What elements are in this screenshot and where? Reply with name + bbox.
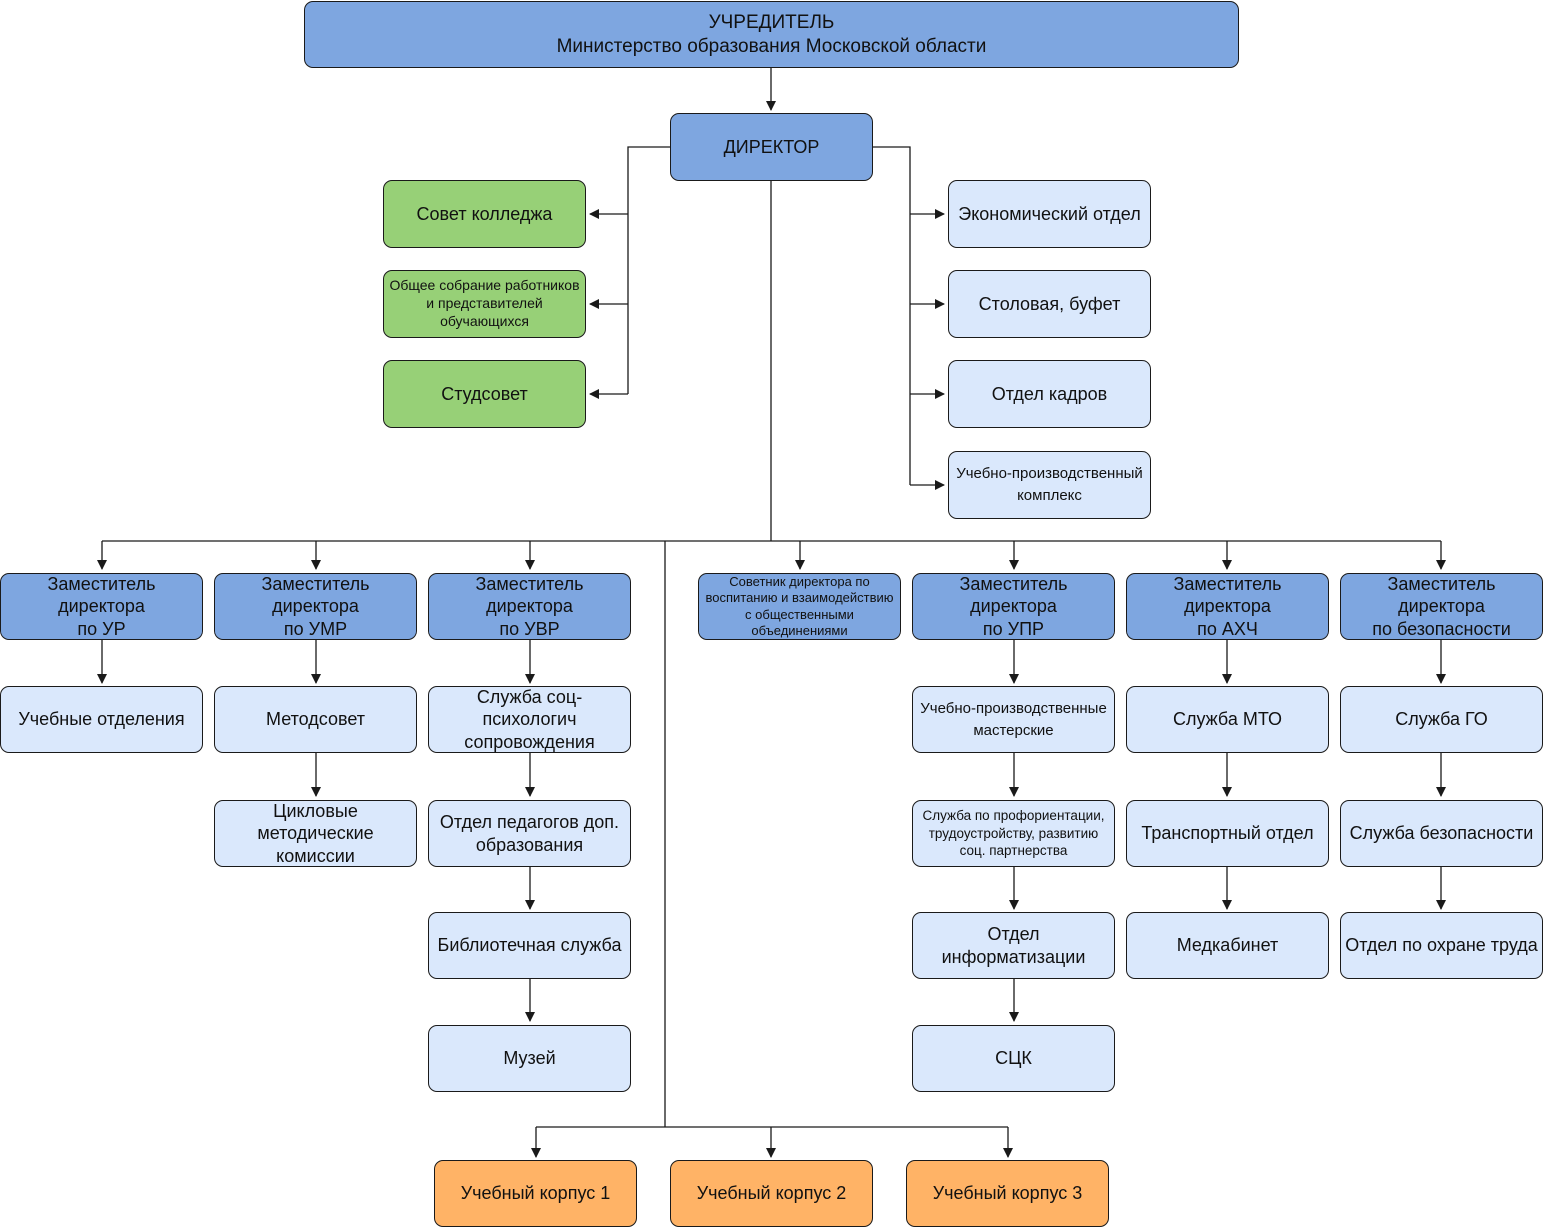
director-box: ДИРЕКТОР: [670, 113, 873, 181]
mto-service-box: Служба МТО: [1126, 686, 1329, 753]
deputy-security-box: Заместитель директора по безопасности: [1340, 573, 1543, 640]
transport-dept-box: Транспортный отдел: [1126, 800, 1329, 867]
museum-box: Музей: [428, 1025, 631, 1092]
workshops-box: Учебно-производственные мастерские: [912, 686, 1115, 753]
civil-defense-box: Служба ГО: [1340, 686, 1543, 753]
building-3-box: Учебный корпус 3: [906, 1160, 1109, 1227]
deputy-ahch-box: Заместитель директора по АХЧ: [1126, 573, 1329, 640]
it-dept-box: Отдел информатизации: [912, 912, 1115, 979]
academic-departments-box: Учебные отделения: [0, 686, 203, 753]
edge-director-right-bus: [873, 146, 911, 485]
college-council-box: Совет колледжа: [383, 180, 586, 248]
building-1-box: Учебный корпус 1: [434, 1160, 637, 1227]
building-2-box: Учебный корпус 2: [670, 1160, 873, 1227]
founder-name: Министерство образования Московской обла…: [556, 35, 987, 57]
sck-box: СЦК: [912, 1025, 1115, 1092]
production-complex-box: Учебно-производственный комплекс: [948, 451, 1151, 519]
student-council-box: Студсовет: [383, 360, 586, 428]
general-meeting-box: Общее собрание работников и представител…: [383, 270, 586, 338]
founder-box: УЧРЕДИТЕЛЬ Министерство образования Моск…: [304, 1, 1239, 68]
deputy-uvr-box: Заместитель директора по УВР: [428, 573, 631, 640]
deputy-upr-box: Заместитель директора по УПР: [912, 573, 1115, 640]
hr-dept-box: Отдел кадров: [948, 360, 1151, 428]
deputy-umr-box: Заместитель директора по УМР: [214, 573, 417, 640]
advisor-box: Советник директора по воспитанию и взаим…: [698, 573, 901, 640]
methodical-council-box: Методсовет: [214, 686, 417, 753]
library-box: Библиотечная служба: [428, 912, 631, 979]
economic-dept-box: Экономический отдел: [948, 180, 1151, 248]
cycle-commissions-box: Цикловые методические комиссии: [214, 800, 417, 867]
security-service-box: Служба безопасности: [1340, 800, 1543, 867]
psych-support-box: Служба соц-психологич сопровождения: [428, 686, 631, 753]
edge-director-left-bus: [627, 146, 670, 394]
extra-education-box: Отдел педагогов доп. образования: [428, 800, 631, 867]
deputy-ur-box: Заместитель директора по УР: [0, 573, 203, 640]
career-service-box: Служба по профориентации, трудоустройств…: [912, 800, 1115, 867]
medical-office-box: Медкабинет: [1126, 912, 1329, 979]
labor-safety-box: Отдел по охране труда: [1340, 912, 1543, 979]
founder-title: УЧРЕДИТЕЛЬ: [708, 11, 835, 33]
canteen-box: Столовая, буфет: [948, 270, 1151, 338]
